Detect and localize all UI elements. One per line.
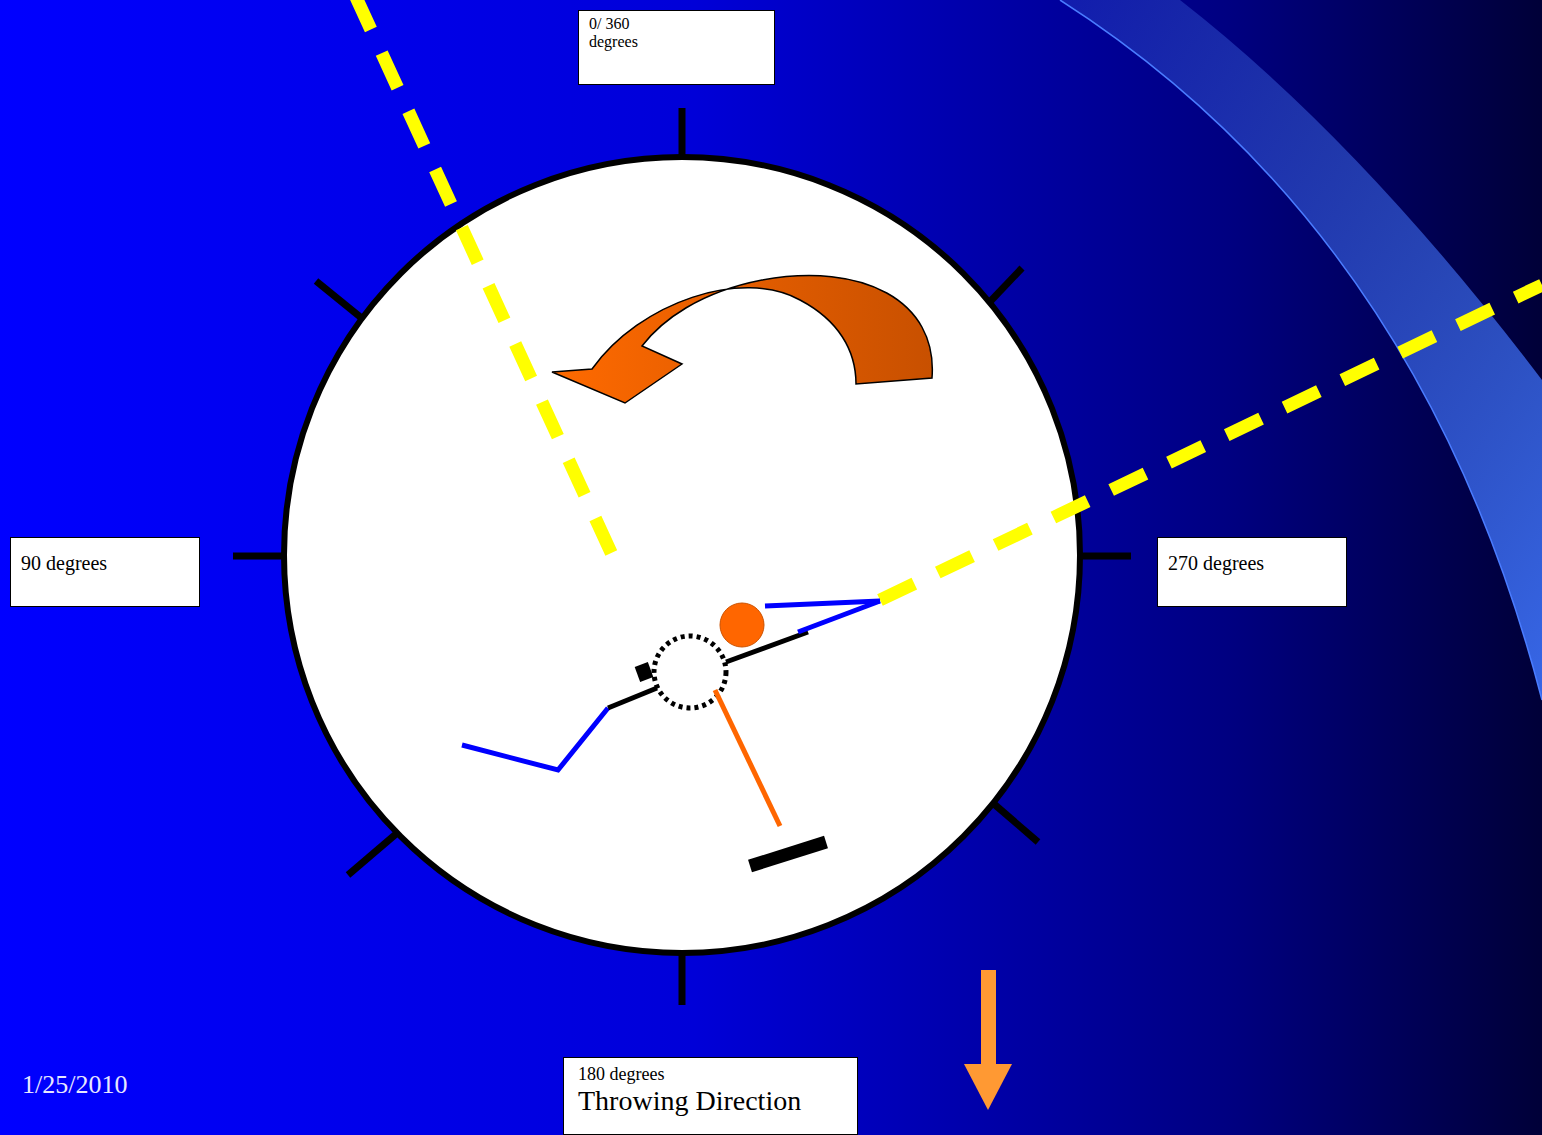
sector-line: [355, 0, 620, 572]
date-label: 1/25/2010: [22, 1070, 127, 1100]
foot-bar: [750, 842, 826, 866]
label-box: 0/ 360 degrees: [578, 10, 775, 85]
tick: [679, 108, 686, 160]
node-text: 270 degrees: [1168, 552, 1336, 575]
leg: [715, 690, 780, 826]
tick: [233, 553, 287, 560]
tick: [316, 281, 364, 320]
swoosh-edge: [1060, 0, 1542, 700]
node-text: 0/ 360 degrees: [589, 15, 667, 52]
shot-ball: [720, 603, 764, 647]
node-text: 90 degrees: [21, 552, 189, 575]
left-arm: [462, 708, 608, 770]
sector-line: [880, 285, 1542, 600]
tick: [679, 950, 686, 1005]
tick: [1077, 553, 1131, 560]
tick: [348, 834, 396, 875]
direction-arrow-head: [964, 1064, 1012, 1110]
thrower-figure: [462, 601, 880, 826]
rotation-arrow: [552, 276, 932, 403]
node-text: Throwing Direction: [578, 1085, 843, 1117]
label-box: 180 degreesThrowing Direction: [563, 1057, 858, 1135]
decorative-swoosh: [1060, 0, 1542, 700]
label-box: 270 degrees: [1157, 537, 1347, 607]
angle-ticks: [233, 108, 1131, 1005]
direction-arrow-shaft: [981, 970, 996, 1066]
node-text: 180 degrees: [578, 1064, 843, 1085]
tick: [994, 804, 1038, 842]
left-shoulder: [608, 688, 657, 708]
head: [654, 636, 726, 708]
right-hand: [765, 601, 880, 606]
label-box: 90 degrees: [10, 537, 200, 607]
foot-mark: [635, 662, 654, 682]
